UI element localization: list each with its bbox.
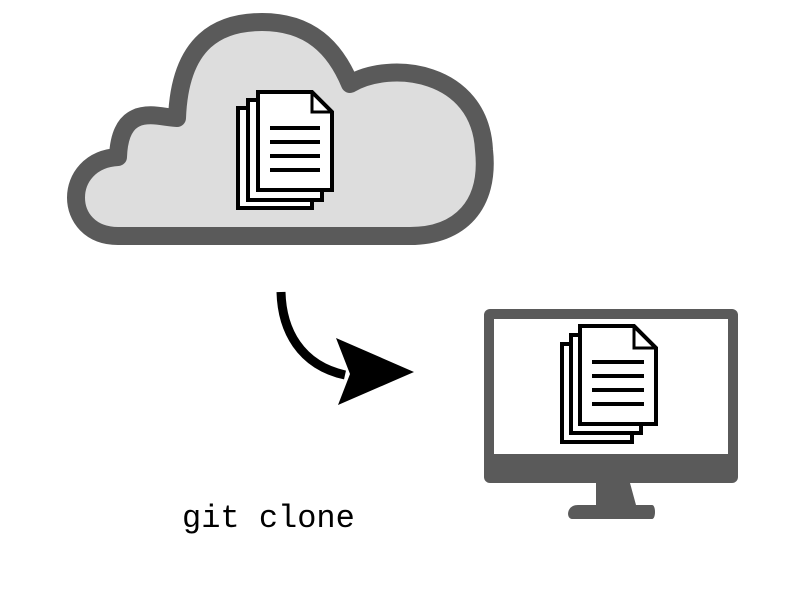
- cloud-document-stack-icon: [236, 90, 334, 210]
- git-clone-label: git clone: [182, 500, 355, 537]
- screen-document-stack-icon: [560, 324, 658, 444]
- curved-arrow-icon: [276, 291, 414, 405]
